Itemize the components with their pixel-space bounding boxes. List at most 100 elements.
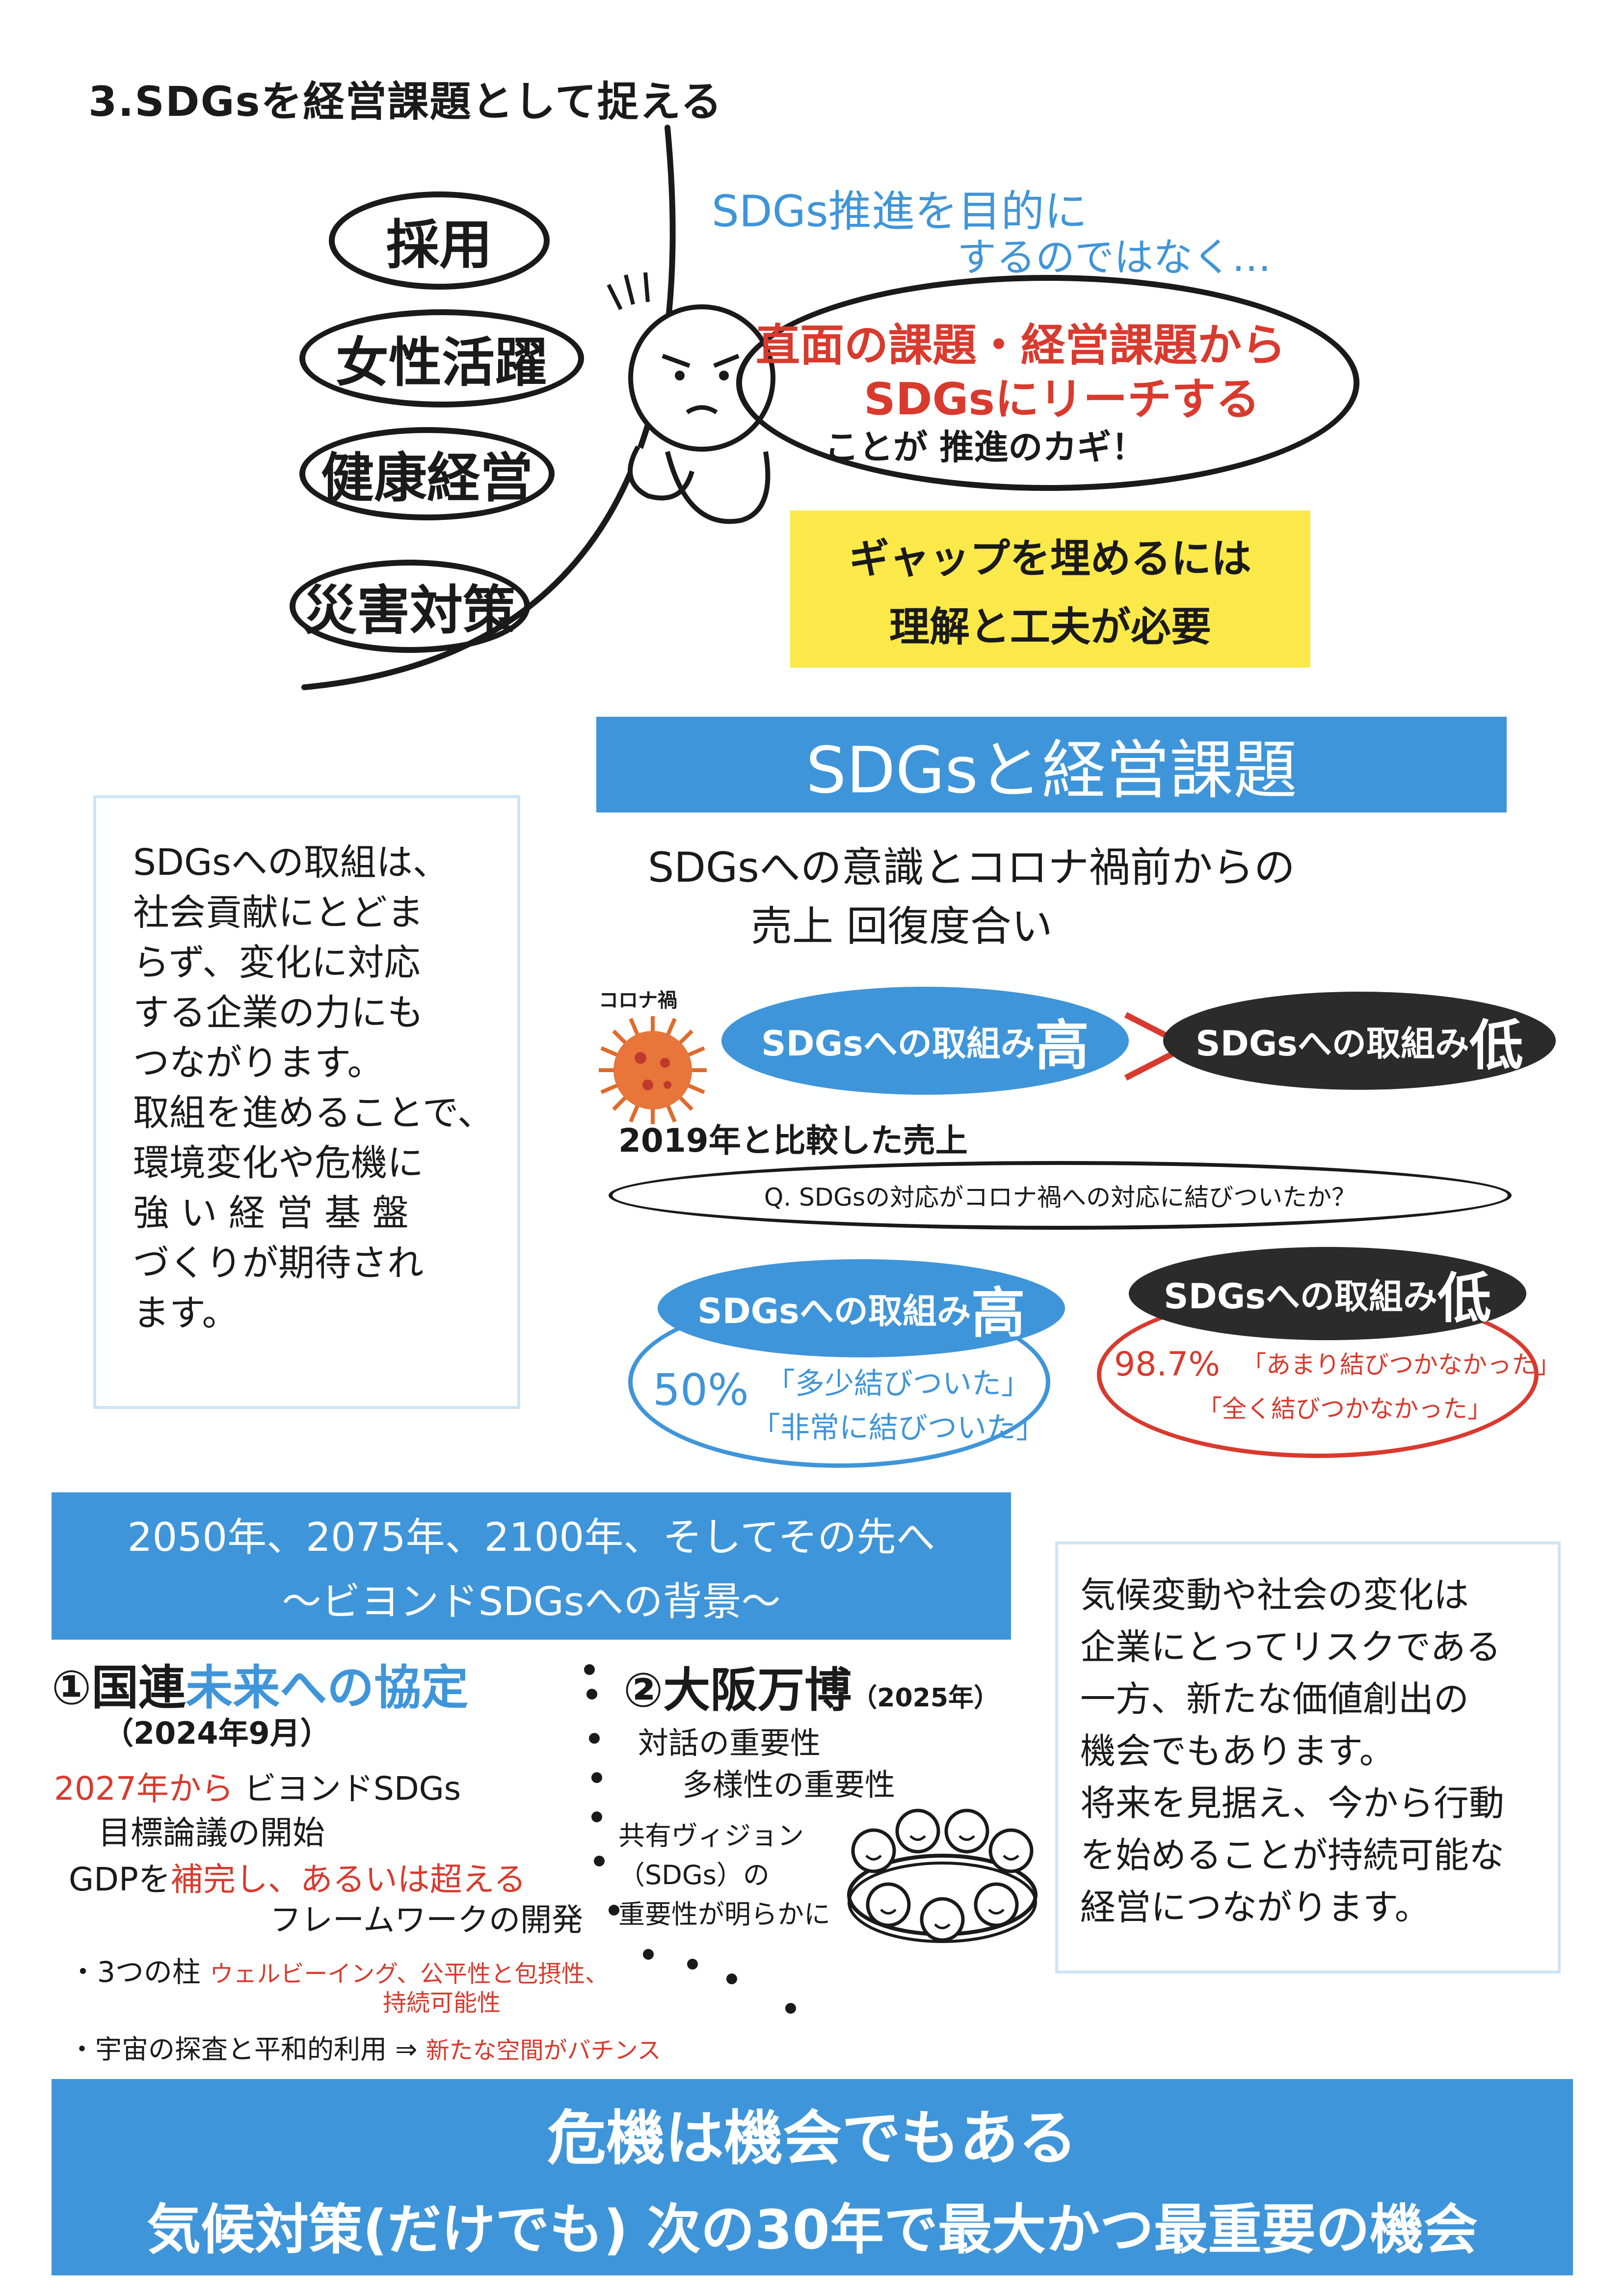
un-line-6-red: 新たな空間がバチンス <box>426 2037 661 2064</box>
right-text-line: 機会でもあります。 <box>1080 1730 1395 1772</box>
expo-line-2: 多様性の重要性 <box>682 1767 896 1803</box>
dot-separator <box>586 1689 597 1700</box>
right-text-line: 経営につながります。 <box>1080 1887 1430 1928</box>
un-title-blue: 未来への協定 <box>186 1660 469 1715</box>
beyond-banner-line1: 2050年、2075年、2100年、そしてその先へ <box>127 1514 935 1560</box>
expo-line-5: 重要性が明らかに <box>618 1899 830 1930</box>
gap-note-line1: ギャップを埋めるには <box>849 536 1251 582</box>
high-result-percent: 50% <box>653 1365 749 1415</box>
left-text-line: する企業の力にも <box>133 992 424 1034</box>
callout-main2: SDGsにリーチする <box>864 374 1260 425</box>
callout-main1: 直面の課題・経営課題から <box>756 320 1286 371</box>
question-oval: Q. SDGsの対応がコロナ禍への対応に結びついたか？ <box>609 1161 1512 1230</box>
dot-separator <box>589 1733 600 1744</box>
right-text-line: 気候変動や社会の変化は <box>1080 1574 1469 1616</box>
left-text-line: ます。 <box>133 1292 239 1334</box>
dot-separator <box>584 1664 595 1675</box>
round-table-illustration <box>847 1809 1038 1943</box>
low-result-percent: 98.7% <box>1114 1345 1221 1384</box>
right-text-box: 気候変動や社会の変化は 企業にとってリスクである 一方、新たな価値創出の 機会で… <box>1055 1541 1561 1973</box>
left-text-box: SDGsへの取組は、 社会貢献にとどま らず、変化に対応 する企業の力にも つな… <box>93 795 520 1409</box>
pill-emphasis: 低 <box>1469 1014 1523 1077</box>
left-text-line: 環境変化や危機に <box>133 1142 424 1184</box>
pill-label: SDGsへの取組み <box>697 1291 971 1331</box>
pill-label: SDGsへの取組み <box>1196 1023 1469 1064</box>
pill-emphasis: 高 <box>1035 1014 1089 1077</box>
low-result-answer-2: 「全く結びつかなかった」 <box>1197 1395 1492 1423</box>
pill-emphasis: 高 <box>971 1282 1025 1345</box>
high-engagement-pill: SDGsへの取組み高 <box>721 987 1129 1095</box>
issue-label: 災害対策 <box>303 580 516 642</box>
un-line-1-black: ビヨンドSDGs <box>243 1770 461 1808</box>
left-text-line: づくりが期待され <box>133 1242 424 1284</box>
un-line-6-black: ・宇宙の探査と平和的利用 ⇒ <box>69 2034 418 2065</box>
dot-separator <box>591 1772 602 1783</box>
issue-oval-women: 女性活躍 <box>299 309 584 407</box>
right-text-line: を始めることが持続可能な <box>1080 1835 1505 1876</box>
un-line-3: GDPを補完し、あるいは超える <box>69 1853 526 1900</box>
right-text-line: 一方、新たな価値創出の <box>1080 1678 1469 1720</box>
left-text-line: つながります。 <box>133 1042 384 1084</box>
survey-heading-1: SDGsへの意識とコロナ禍前からの <box>648 843 1295 891</box>
un-date: （2024年9月） <box>103 1715 331 1751</box>
right-text-line: 企業にとってリスクである <box>1080 1626 1501 1668</box>
un-title: ①国連未来への協定 <box>52 1649 468 1718</box>
un-line-1-red: 2027年から <box>54 1770 234 1808</box>
virus-label: コロナ禍 <box>599 989 677 1012</box>
expo-line-4: （SDGs）の <box>618 1860 770 1891</box>
section-banner: SDGsと経営課題 <box>596 717 1507 812</box>
un-line-5-black: ・3つの柱 <box>69 1955 201 1989</box>
left-text-line: 社会貢献にとどま <box>133 891 424 934</box>
un-line-5-red-2: 持続可能性 <box>383 1989 501 2017</box>
low-result-pill: SDGsへの取組み低 <box>1129 1247 1526 1340</box>
issue-oval-disaster: 災害対策 <box>290 560 530 653</box>
pill-label: SDGsへの取組み <box>761 1023 1035 1064</box>
issue-oval-hiring: 採用 <box>329 191 550 290</box>
un-line-4: フレームワークの開発 <box>270 1902 584 1939</box>
issue-label: 女性活躍 <box>335 332 548 394</box>
right-text-line: 将来を見据え、今から行動 <box>1080 1783 1505 1824</box>
beyond-banner-line2: 〜ビヨンドSDGsへの背景〜 <box>282 1578 781 1624</box>
left-text-line: SDGsへの取組は、 <box>133 841 449 884</box>
expo-line-1: 対話の重要性 <box>638 1725 821 1761</box>
page-title: 3.SDGsを経営課題として捉える <box>88 78 723 126</box>
callout-lead: SDGs推進を目的に <box>712 186 1088 237</box>
un-number: ① <box>52 1660 92 1715</box>
issue-label: 採用 <box>386 215 492 276</box>
issue-oval-health: 健康経営 <box>299 427 555 520</box>
question-text: Q. SDGsの対応がコロナ禍への対応に結びついたか？ <box>764 1183 1357 1212</box>
left-text-line: 取組を進めることで、 <box>133 1092 494 1134</box>
pill-label: SDGsへの取組み <box>1164 1276 1437 1317</box>
dot-separator <box>609 1905 619 1916</box>
left-text-line: らず、変化に対応 <box>133 942 421 984</box>
dot-separator <box>687 1959 698 1970</box>
survey-heading-2: 売上 回復度合い <box>751 902 1053 950</box>
expo-title-text: 大阪万博 <box>663 1663 852 1718</box>
gap-note: ギャップを埋めるには 理解と工夫が必要 <box>790 511 1310 668</box>
un-line-3-black: GDPを <box>69 1861 171 1898</box>
pill-emphasis: 低 <box>1437 1267 1491 1330</box>
high-result-answer-1: 「多少結びついた」 <box>766 1367 1031 1401</box>
footer-banner: 危機は機会でもある 気候対策(だけでも) 次の30年で最大かつ最重要の機会 <box>52 2079 1573 2275</box>
beyond-sdgs-banner: 2050年、2075年、2100年、そしてその先へ 〜ビヨンドSDGsへの背景〜 <box>52 1492 1011 1640</box>
expo-number: ② <box>623 1663 664 1718</box>
dot-separator <box>726 1973 737 1984</box>
footer-line1: 危機は機会でもある <box>547 2105 1077 2173</box>
un-line-5: ・3つの柱 ウェルビーイング、公平性と包摂性、 <box>69 1949 609 1990</box>
high-result-pill: SDGsへの取組み高 <box>658 1259 1065 1357</box>
un-line-3-red: 補完し、あるいは超える <box>170 1861 526 1898</box>
un-line-5-red: ウェルビーイング、公平性と包摂性、 <box>210 1960 609 1988</box>
un-line-6: ・宇宙の探査と平和的利用 ⇒ 新たな空間がバチンス <box>69 2027 661 2066</box>
un-title-black: 国連 <box>91 1660 186 1715</box>
compare-label: 2019年と比較した売上 <box>618 1122 968 1160</box>
un-line-2: 目標論議の開始 <box>98 1814 325 1852</box>
callout-lead2: するのではなく… <box>957 235 1271 280</box>
callout-sub: ことが 推進のカギ！ <box>825 427 1146 467</box>
un-line-1: 2027年から ビヨンドSDGs <box>54 1762 461 1810</box>
dot-separator <box>591 1811 602 1822</box>
expo-line-3: 共有ヴィジョン <box>618 1820 804 1851</box>
low-result-answer-1: 「あまり結びつかなかった」 <box>1242 1351 1561 1379</box>
high-result-answer-2: 「非常に結びついた」 <box>751 1411 1045 1445</box>
issue-label: 健康経営 <box>320 448 533 509</box>
dot-separator <box>643 1949 654 1960</box>
